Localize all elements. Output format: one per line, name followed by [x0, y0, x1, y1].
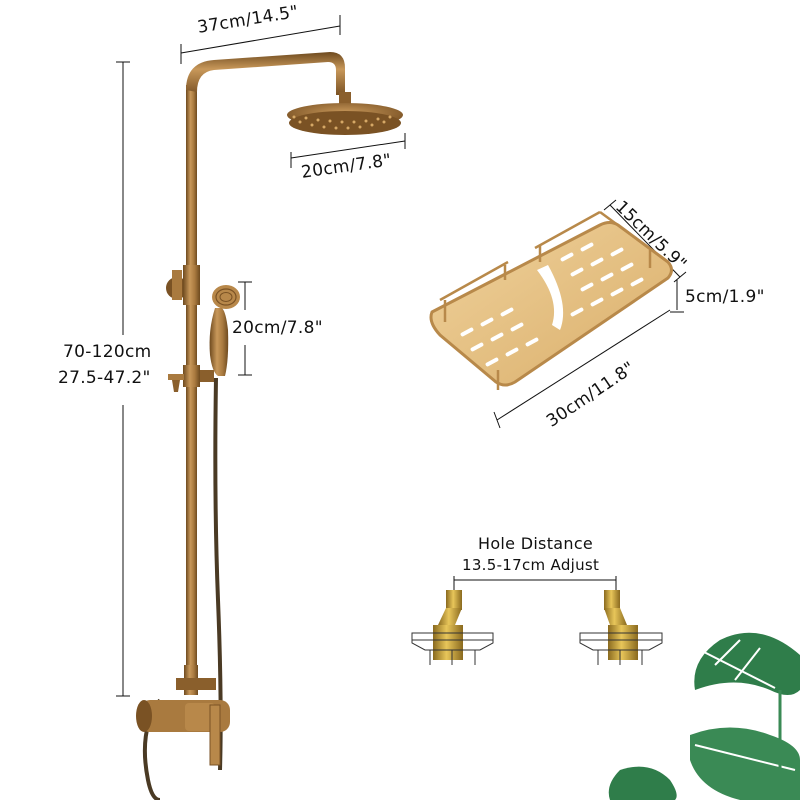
height-cm-label: 70-120cm	[63, 342, 152, 362]
mixer-valve	[136, 665, 230, 766]
fitting-left	[411, 590, 494, 665]
monstera-plant	[608, 632, 800, 800]
shower-basket	[429, 210, 673, 390]
dimension-lines	[116, 15, 687, 697]
hole-distance-title: Hole Distance	[478, 534, 594, 553]
hole-distance-range: 13.5-17cm Adjust	[462, 556, 600, 574]
hand-shower	[209, 285, 240, 376]
rain-shower-head	[287, 103, 403, 135]
diverter-bracket	[166, 265, 214, 392]
height-in-label: 27.5-47.2"	[58, 368, 151, 388]
shower-riser	[186, 52, 351, 695]
handheld-length-label: 20cm/7.8"	[232, 318, 323, 338]
eccentric-fittings	[411, 590, 663, 665]
fitting-right	[579, 590, 663, 665]
basket-height-label: 5cm/1.9"	[685, 287, 765, 307]
